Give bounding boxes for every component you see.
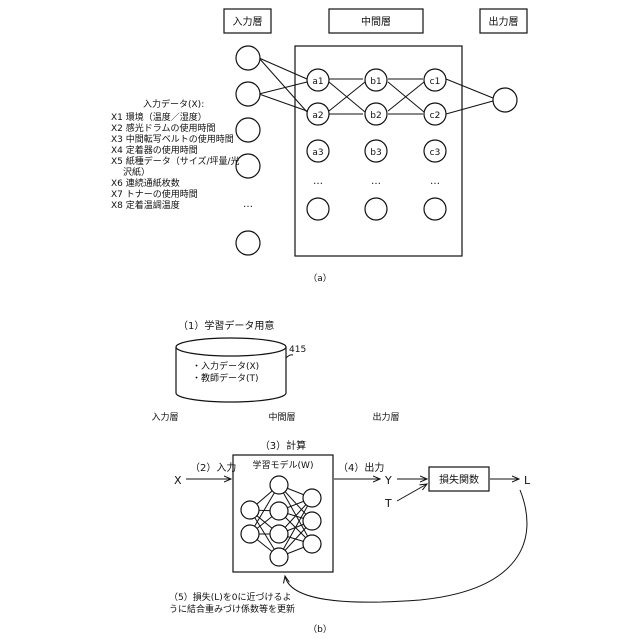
step1-label: （1）学習データ用意 [178,319,274,332]
model-node [270,476,288,494]
caption-a: （a） [308,273,332,284]
output-layer-header: 出力層 [489,15,519,28]
input-data-item: X3 中間転写ベルトの使用時間 [111,133,234,145]
db-input-data: ・入力データ(X) [192,360,259,372]
input-node [236,118,260,142]
label-input-layer: 入力層 [151,411,178,423]
label-hidden-layer: 中間層 [268,411,295,423]
input-data-title: 入力データ(X): [143,98,204,110]
step5-line1: （5）損失(L)を0に近づけるよ [169,591,292,603]
hidden-node-label: c2 [430,111,441,121]
label-output-layer: 出力層 [372,411,399,423]
hidden-ellipsis: … [430,176,440,187]
input-node [236,231,260,255]
input-data-item: X4 定着器の使用時間 [111,144,198,156]
db-reference-number: 415 [289,345,306,355]
hidden-node-label: a2 [312,111,323,121]
db-teacher-data: ・教師データ(T) [192,372,259,384]
model-node [241,525,259,543]
t-label: T [384,497,392,510]
model-node [303,535,321,553]
model-node [270,502,288,520]
hidden-node-label: a1 [312,77,323,87]
input-node [236,82,260,106]
hidden-node-label: a3 [312,148,323,158]
hidden-node-label: c1 [430,77,441,87]
model-node [270,525,288,543]
loss-function-label: 損失関数 [439,473,479,486]
step4-label: （4）出力 [338,461,384,474]
hidden-node-label: b2 [370,111,381,121]
input-data-item: X6 連続通紙枚数 [111,177,180,189]
t-to-loss-arrow [397,484,427,501]
hidden-node [365,198,387,220]
y-label: Y [384,474,392,487]
db-reference-leader [286,355,293,358]
l-label: L [524,474,531,487]
input-data-item: X2 感光ドラムの使用時間 [111,122,215,134]
hidden-node [424,198,446,220]
input-layer-header: 入力層 [233,15,263,28]
hidden-ellipsis: … [371,176,381,187]
input-data-item: X7 トナーの使用時間 [111,188,198,200]
caption-b: （b） [308,624,332,635]
hidden-node-label: b1 [370,77,381,87]
hidden-ellipsis: … [313,176,323,187]
step2-label: （2）入力 [190,461,236,474]
model-node [303,489,321,507]
output-node [493,88,517,112]
part-b: （1）学習データ用意 ・入力データ(X) ・教師データ(T) 415 入力層 中… [151,319,531,635]
model-node [241,501,259,519]
hidden-node-label: b3 [370,148,381,158]
input-data-item: X8 定着温調温度 [111,199,180,211]
input-node [236,154,260,178]
part-a: 入力層 中間層 出力層 [111,9,527,284]
input-data-item: X1 環境（温度／湿度） [111,111,207,123]
input-ellipsis: … [243,199,253,210]
step3-label: （3）計算 [260,439,306,452]
model-node [270,548,288,566]
model-title: 学習モデル(W) [253,459,314,471]
x-label: X [174,474,182,487]
model-node [303,512,321,530]
hidden-layer-header: 中間層 [361,15,391,28]
hidden-node-label: c3 [430,148,441,158]
input-node [236,46,260,70]
hidden-node [307,198,329,220]
step5-line2: うに結合重みづけ係数等を更新 [169,603,295,615]
input-data-item: 沢紙） [123,166,150,178]
input-data-item: X5 紙種データ（サイズ/坪量/光 [111,155,240,167]
